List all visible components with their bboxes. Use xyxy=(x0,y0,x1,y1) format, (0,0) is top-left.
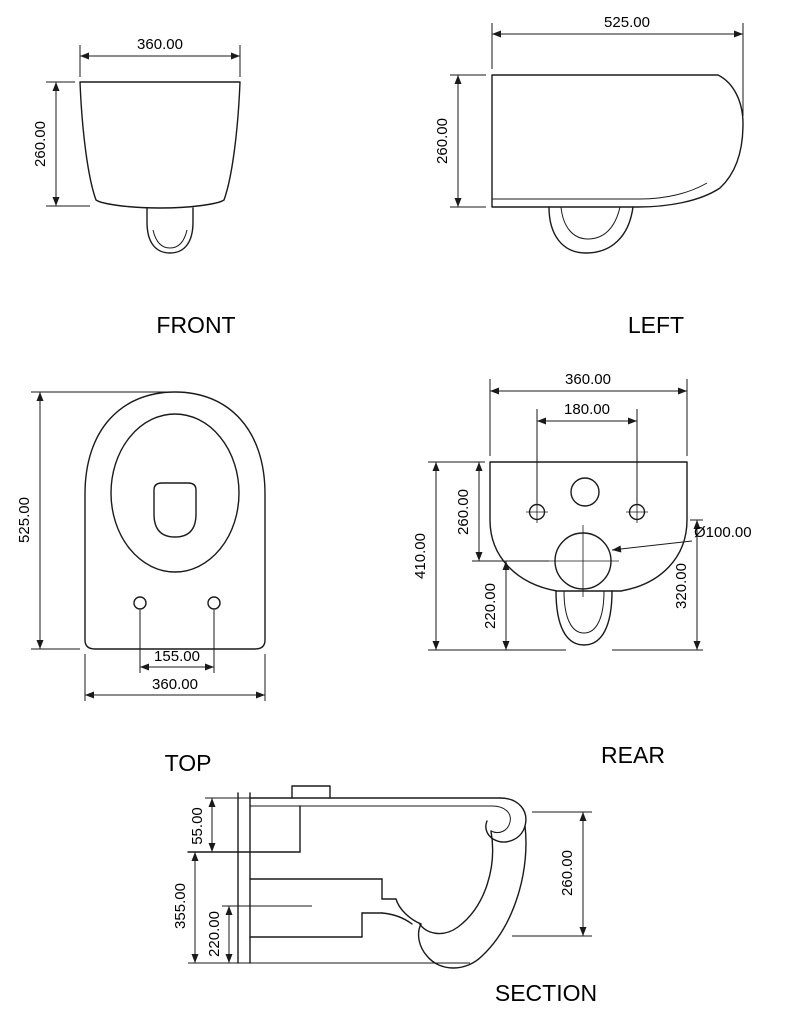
top-view: 525.00 155.00 360.00 TOP xyxy=(16,391,266,776)
left-depth-dimension: 525.00 xyxy=(491,14,744,116)
top-view-label: TOP xyxy=(165,750,212,776)
front-height-dimension: 260.00 xyxy=(32,81,90,207)
rear-side-height-dim-label: 320.00 xyxy=(673,563,690,609)
rear-fixing-hole-right xyxy=(626,501,648,523)
top-length-dimension: 525.00 xyxy=(16,391,168,650)
rear-drain-to-bottom-dim-label: 220.00 xyxy=(482,583,499,629)
rear-top-to-drain-dim-label: 260.00 xyxy=(455,489,472,535)
rear-outlet-inner-arc xyxy=(563,590,605,634)
section-bowl-height-dim-label: 260.00 xyxy=(559,850,576,896)
section-bowl-outer-wall xyxy=(417,825,527,969)
section-view: 55.00 355.00 220.00 260.00 SECTION xyxy=(172,785,597,1006)
front-height-dim-label: 260.00 xyxy=(32,121,49,167)
rear-drain-to-bottom-dimension: 220.00 xyxy=(482,561,510,650)
front-outline xyxy=(79,81,241,209)
section-rim-curl-outer xyxy=(485,797,527,843)
top-width-dimension: 360.00 xyxy=(84,654,266,701)
rear-drain-diameter-label: Ø100.00 xyxy=(694,524,752,541)
front-outlet xyxy=(146,207,194,254)
front-view-label: FRONT xyxy=(156,312,235,338)
rear-drain xyxy=(547,525,619,597)
section-fixing-tab xyxy=(291,785,331,799)
rear-top-to-drain-dimension: 260.00 xyxy=(455,462,483,561)
rear-width-dimension: 360.00 xyxy=(489,371,688,456)
rear-fixing-hole-left xyxy=(526,501,548,523)
front-width-dimension: 360.00 xyxy=(79,36,241,77)
top-outline xyxy=(84,391,266,650)
left-outlet xyxy=(548,206,634,254)
left-outlet-inner-arc xyxy=(560,206,621,240)
top-length-dim-label: 525.00 xyxy=(16,497,33,543)
section-total-height-dim-label: 355.00 xyxy=(172,883,189,929)
front-width-dim-label: 360.00 xyxy=(137,36,183,53)
rear-hole-spacing-dim-label: 180.00 xyxy=(564,401,610,418)
rear-flush-inlet-circle xyxy=(570,477,600,507)
left-view: 525.00 260.00 LEFT xyxy=(434,14,744,338)
top-seat-opening xyxy=(110,413,240,573)
section-rim-step-dimension: 55.00 xyxy=(189,797,250,852)
section-total-height-dimension: 355.00 xyxy=(172,852,470,964)
rear-outline xyxy=(489,461,688,592)
section-outlet-height-dim-label: 220.00 xyxy=(206,911,223,957)
rear-hole-spacing-dimension: 180.00 xyxy=(536,401,638,503)
front-outlet-inner-arc xyxy=(152,229,188,249)
rear-view: 360.00 180.00 260.00 410.00 220.00 3 xyxy=(412,371,752,768)
section-view-label: SECTION xyxy=(495,980,597,1006)
rear-view-label: REAR xyxy=(601,742,665,768)
section-bowl-inner-wall xyxy=(418,830,494,935)
rear-total-height-dimension: 410.00 xyxy=(412,462,440,650)
rear-outlet xyxy=(555,590,613,646)
top-water-area xyxy=(153,482,197,538)
left-outline xyxy=(491,74,744,208)
section-underbowl-line xyxy=(381,898,422,925)
section-rim-curl-inner xyxy=(490,805,511,834)
section-rim-step-dim-label: 55.00 xyxy=(189,807,206,845)
left-depth-dim-label: 525.00 xyxy=(604,14,650,31)
rear-drain-diameter-callout: Ø100.00 xyxy=(611,524,752,553)
top-width-dim-label: 360.00 xyxy=(152,676,198,693)
rear-side-height-dimension: 320.00 xyxy=(612,519,703,651)
trapway-connector xyxy=(381,912,413,925)
section-bowl-height-dimension: 260.00 xyxy=(512,811,592,937)
left-height-dimension: 260.00 xyxy=(434,74,486,208)
top-hole-spacing-dim-label: 155.00 xyxy=(154,648,200,665)
top-fixing-hole-right xyxy=(207,596,221,610)
front-view: 360.00 260.00 FRONT xyxy=(32,36,241,338)
left-rim-inner-line xyxy=(492,182,708,200)
section-outlet-height-dimension: 220.00 xyxy=(206,905,312,963)
top-hole-spacing-dimension: 155.00 xyxy=(139,610,215,673)
left-view-label: LEFT xyxy=(628,312,684,338)
section-trapway xyxy=(249,878,413,938)
rear-width-dim-label: 360.00 xyxy=(565,371,611,388)
leader-line xyxy=(611,540,693,553)
top-fixing-hole-left xyxy=(133,596,147,610)
left-height-dim-label: 260.00 xyxy=(434,118,451,164)
rear-total-height-dim-label: 410.00 xyxy=(412,533,429,579)
